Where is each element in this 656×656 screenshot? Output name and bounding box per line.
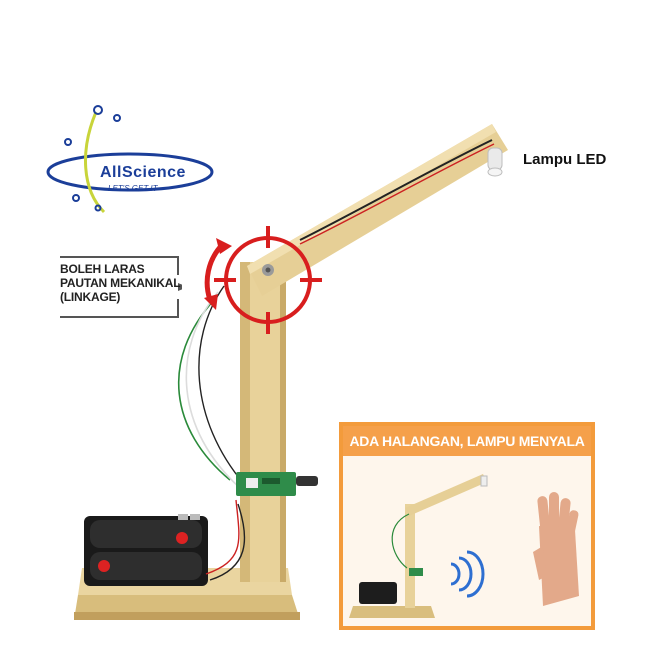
sensor-wave-icon [450,550,485,598]
inset-scene [349,474,579,618]
demo-inset: ADA HALANGAN, LAMPU MENYALA [339,422,595,630]
inset-title: ADA HALANGAN, LAMPU MENYALA [343,426,591,456]
battery-pack [84,514,208,586]
wooden-post [240,262,286,582]
adjust-crosshair [204,226,322,334]
ir-sensor-board [236,472,318,496]
led-bulb [487,147,503,177]
wires [177,139,495,581]
brand-tagline: LET'S GET IT [108,184,158,193]
led-label: Lampu LED [523,151,607,168]
callout-line: PAUTAN MEKANIKAL [60,276,181,290]
logo-mark [46,105,214,214]
brand-logo-text: AllScience [100,164,186,181]
callout-frame [60,256,182,318]
callout-line: (LINKAGE) [60,290,121,304]
callout-line: BOLEH LARAS [60,262,145,276]
callout-text: BOLEH LARAS PAUTAN MEKANIKAL (LINKAGE) [60,262,190,304]
wooden-arm [247,124,508,296]
hand-icon [533,492,579,606]
